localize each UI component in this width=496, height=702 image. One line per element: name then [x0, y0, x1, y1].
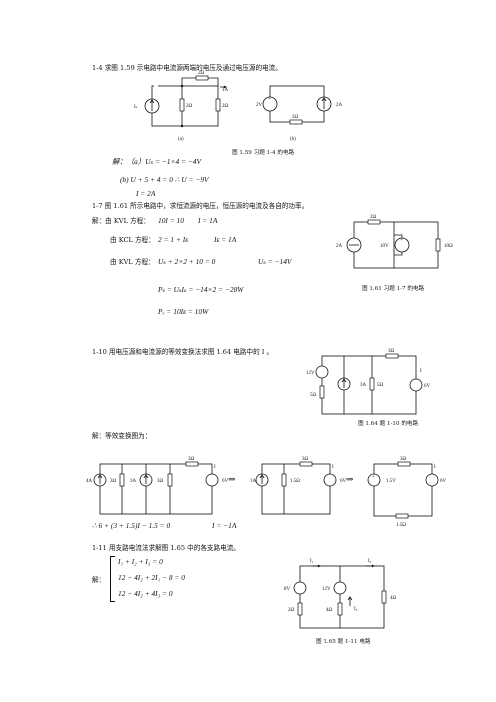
svg-text:10V: 10V [380, 244, 389, 249]
equation-3: 12 − 4I₂ + 4I₃ = 0 [118, 589, 173, 598]
svg-text:2V: 2V [256, 103, 263, 108]
svg-text:−: − [400, 251, 403, 256]
svg-text:I: I [434, 465, 436, 470]
equivalent-circuit-1: 3Ω 4A 3Ω 3A 3Ω I 6V [86, 457, 229, 515]
equivalent-transform-label: 解：等效变换图为： [92, 432, 152, 440]
result-current: I = −1A [212, 521, 237, 530]
svg-text:I: I [332, 465, 334, 470]
figure-1-59-caption: 图 1.59 习题 1-4 的电路 [232, 150, 295, 156]
figure-1-61-caption: 图 1.61 习题 1-7 的电路 [362, 286, 425, 292]
svg-text:(a): (a) [178, 137, 184, 142]
kvl2-equation: Uₛ + 2×2 + 10 = 0 [158, 257, 216, 266]
svg-text:5Ω: 5Ω [310, 393, 317, 398]
figure-1-65: I₁ I₂ 8V 12V 2Ω 4Ω I₃ 4Ω [284, 559, 397, 629]
figure-1-65-caption: 图 1.65 题 1-11 电路 [316, 639, 371, 645]
svg-text:2A: 2A [336, 103, 343, 108]
kvl1-equation: 10I = 10 [158, 216, 184, 225]
svg-text:4Ω: 4Ω [390, 596, 397, 601]
svg-text:2Ω: 2Ω [370, 215, 377, 220]
power-source-current: Pₛ = UₛIₛ = −14×2 = −28W [158, 285, 244, 294]
kcl-label: 由 KCL 方程： [110, 236, 155, 244]
equivalent-circuit-2: 3Ω 1A 1.5Ω I 6V [250, 457, 347, 515]
kvl2-result: Uₛ = −14V [258, 257, 292, 266]
kvl1-result: I = 1A [198, 216, 218, 225]
svg-text:5Ω: 5Ω [377, 383, 384, 388]
figure-1-59a: 2Ω 1A Iₛ 2Ω 2Ω (a) [134, 71, 229, 142]
svg-text:6V: 6V [340, 479, 347, 484]
svg-text:4A: 4A [86, 479, 93, 484]
svg-text:4Ω: 4Ω [326, 608, 333, 613]
kcl-equation: 2 = 1 + Iᴇ [158, 235, 189, 244]
equivalent-circuit-3: + 3Ω 1.5V I 6V 1.5Ω [367, 457, 447, 528]
figure-1-59b: + − 2V 2Ω 2A (b) [256, 85, 343, 142]
svg-text:I: I [214, 465, 216, 470]
kvl1-label: 解：由 KVL 方程： [92, 217, 150, 225]
problem-1-4-title: 1-4 求图 1.59 示电路中电流源两端的电压及通过电压源的电流。 [92, 64, 282, 72]
svg-text:3Ω: 3Ω [400, 457, 407, 462]
svg-text:3Ω: 3Ω [302, 457, 309, 462]
kcl-result: Iᴇ = 1A [214, 235, 237, 244]
svg-text:−: − [268, 110, 271, 115]
svg-text:6V: 6V [424, 384, 431, 389]
equation-system-brace [110, 556, 115, 602]
svg-text:3A: 3A [360, 383, 367, 388]
kvl2-label: 由 KVL 方程： [110, 258, 155, 266]
equation-1: I₁ + I₂ + I₃ = 0 [118, 557, 163, 566]
solution-a: 解：（a）Uₛ = −1×4 = −4V [112, 157, 202, 166]
problem-1-7-title: 1-7 图 1.61 所示电路中，求恒流源的电压，恒压源的电流及各自的功率。 [92, 202, 309, 210]
solution-b-current: I = 2A [136, 189, 156, 198]
svg-text:1.5Ω: 1.5Ω [290, 479, 300, 484]
svg-text:⇒: ⇒ [346, 474, 354, 484]
svg-text:+: + [268, 97, 271, 102]
svg-text:(b): (b) [290, 137, 296, 142]
svg-text:2A: 2A [336, 244, 343, 249]
figure-1-64-caption: 图 1.64 题 1-10 的电路 [358, 421, 419, 427]
svg-text:Iₛ: Iₛ [134, 105, 138, 110]
figure-1-61: + − 2Ω 2A 10V 10Ω [336, 215, 453, 269]
solution-b: (b) U + 5 + 4 = 0 ∴ U = −9V [120, 175, 209, 184]
svg-text:8V: 8V [284, 587, 291, 592]
problem-1-11-title: 1-11 用支路电流法求解图 1.65 中的各支路电流。 [92, 544, 240, 552]
svg-text:2Ω: 2Ω [198, 71, 205, 76]
problem-1-10-title: 1-10 用电压源和电流源的等效变换法求图 1.64 电路中的 I 。 [92, 348, 274, 356]
svg-text:I₂: I₂ [368, 559, 372, 564]
svg-text:12V: 12V [306, 371, 315, 376]
svg-text:1A: 1A [222, 88, 229, 93]
svg-text:I₃: I₃ [354, 607, 358, 612]
svg-text:⇒: ⇒ [228, 474, 236, 484]
equation-2: 12 − 4I₂ + 2I₁ − 8 = 0 [118, 573, 185, 582]
svg-text:3Ω: 3Ω [157, 479, 164, 484]
svg-text:I: I [420, 369, 422, 374]
svg-text:2Ω: 2Ω [186, 104, 193, 109]
result-equation: ∴ 6 + (3 + 1.5)I − 1.5 = 0 [92, 521, 171, 530]
svg-text:3A: 3A [130, 479, 137, 484]
svg-text:6V: 6V [222, 479, 229, 484]
svg-text:1.5Ω: 1.5Ω [396, 523, 406, 528]
figure-1-64: 12V 5Ω 3A 5Ω 3Ω I 6V [306, 349, 431, 415]
svg-text:3Ω: 3Ω [388, 349, 395, 354]
svg-text:+: + [372, 475, 375, 480]
svg-text:+: + [400, 238, 403, 243]
svg-text:2Ω: 2Ω [288, 608, 295, 613]
svg-text:1.5V: 1.5V [386, 479, 396, 484]
svg-text:10Ω: 10Ω [444, 244, 453, 249]
svg-text:I₁: I₁ [310, 559, 314, 564]
power-source-voltage: Pᵥ = 10Iᴇ = 10W [158, 307, 209, 316]
solution-label: 解： [92, 576, 106, 584]
svg-text:1A: 1A [250, 479, 257, 484]
svg-text:2Ω: 2Ω [292, 115, 299, 120]
svg-text:12V: 12V [322, 587, 331, 592]
svg-text:3Ω: 3Ω [188, 457, 195, 462]
svg-text:3Ω: 3Ω [110, 479, 117, 484]
svg-text:6V: 6V [440, 479, 447, 484]
svg-text:2Ω: 2Ω [222, 104, 229, 109]
resistor-top [195, 75, 209, 81]
